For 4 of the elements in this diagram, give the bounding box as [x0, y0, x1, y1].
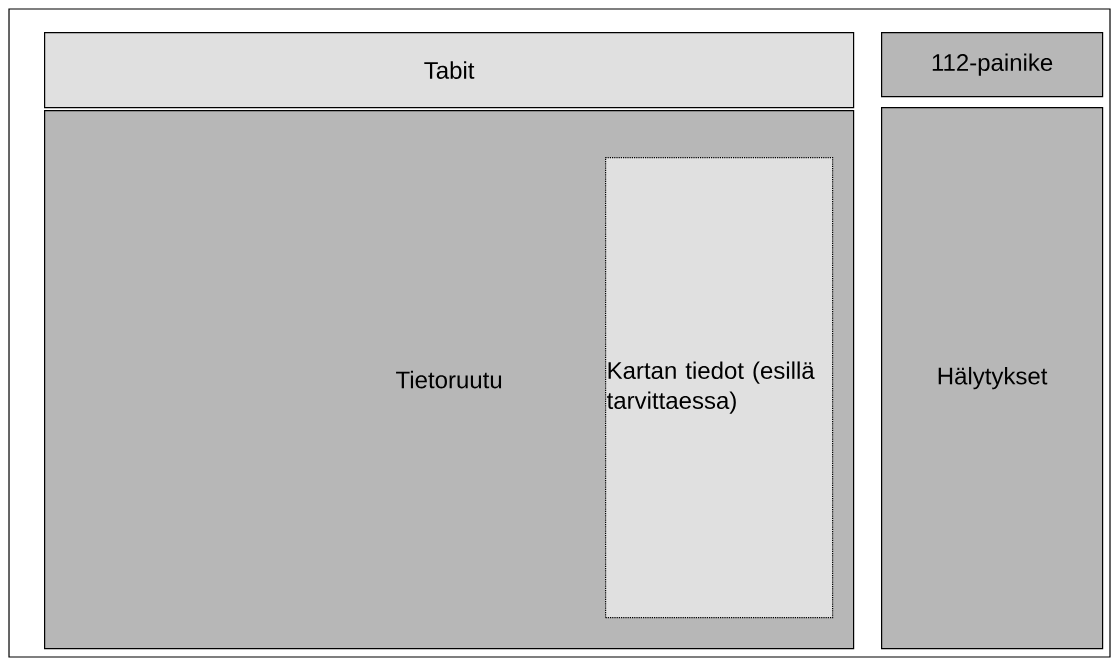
- map-info-panel: Kartan tiedot (esillä tarvittaessa): [605, 157, 834, 619]
- emergency-button: 112-painike: [881, 32, 1104, 98]
- tab-bar: Tabit: [44, 32, 855, 109]
- alerts-panel: Hälytykset: [881, 107, 1104, 650]
